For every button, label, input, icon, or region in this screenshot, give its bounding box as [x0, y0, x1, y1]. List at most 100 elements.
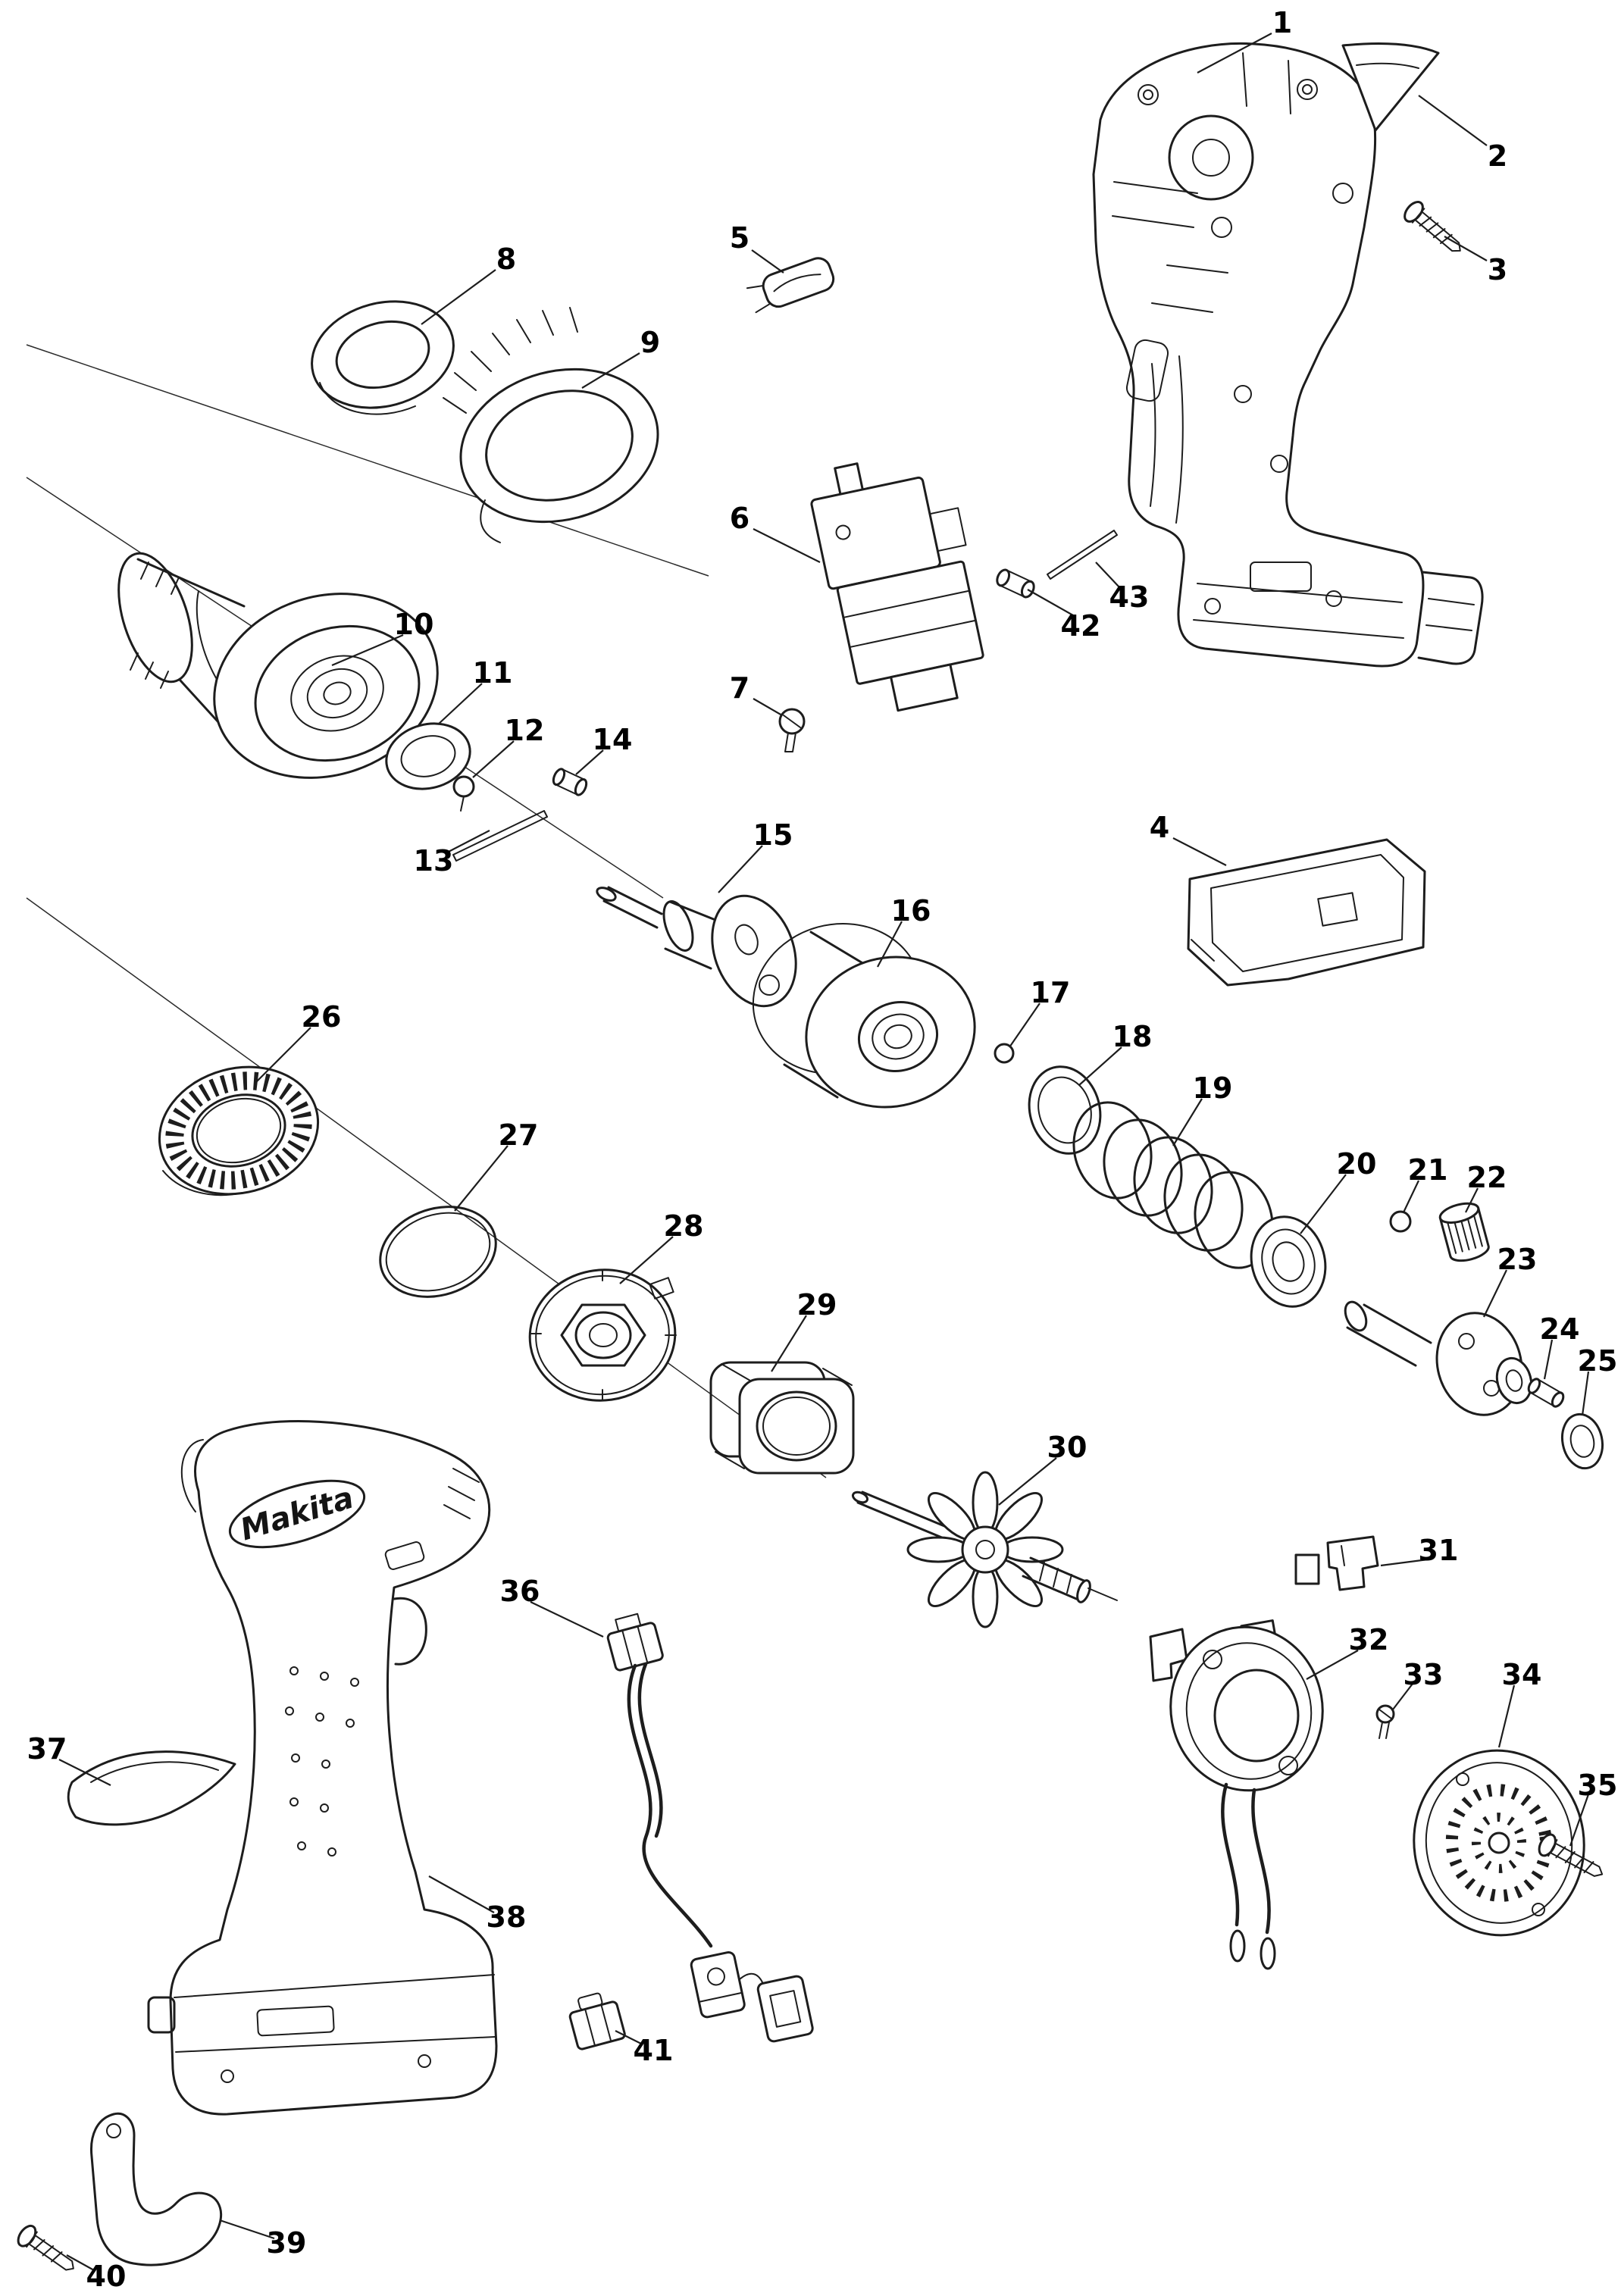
leader-line-42 [1027, 589, 1074, 616]
leader-line-23 [1483, 1269, 1507, 1318]
leader-line-7 [753, 698, 783, 716]
part-number-34: 34 [1502, 1658, 1542, 1691]
part-14-sleeve [552, 768, 588, 796]
part-11-washer [385, 722, 471, 790]
part-number-32: 32 [1349, 1623, 1389, 1656]
part-number-41: 41 [634, 2034, 674, 2067]
leader-line-12 [472, 740, 515, 778]
leader-line-18 [1078, 1046, 1122, 1086]
leader-line-29 [771, 1315, 807, 1372]
part-22-gear [1438, 1202, 1490, 1262]
part-43-rod [1047, 530, 1118, 580]
leader-line-16 [877, 921, 903, 968]
leader-line-35 [1569, 1794, 1590, 1847]
part-number-13: 13 [414, 844, 454, 877]
leader-line-32 [1306, 1650, 1359, 1680]
part-number-40: 40 [86, 2260, 127, 2293]
part-33-screw [1375, 1704, 1395, 1739]
part-number-16: 16 [891, 894, 931, 927]
part-number-18: 18 [1112, 1020, 1153, 1053]
part-number-31: 31 [1419, 1534, 1459, 1567]
leader-line-13 [445, 830, 490, 854]
leader-line-43 [1095, 561, 1121, 589]
part-8-ring [311, 300, 455, 415]
part-number-4: 4 [1150, 811, 1169, 844]
part-number-5: 5 [730, 221, 749, 255]
leader-line-21 [1403, 1180, 1419, 1213]
part-3-screw [1404, 201, 1461, 252]
part-number-12: 12 [505, 714, 545, 747]
part-26-ring-gear [158, 1065, 320, 1196]
part-34-end-cover [1413, 1749, 1585, 1937]
part-number-37: 37 [27, 1732, 67, 1766]
part-20-washer-disc [1250, 1215, 1327, 1308]
part-9-bumper [443, 307, 659, 543]
leader-line-40 [66, 2254, 95, 2271]
part-number-2: 2 [1488, 139, 1507, 173]
part-number-8: 8 [496, 242, 516, 276]
leader-line-37 [58, 1759, 111, 1786]
part-number-23: 23 [1497, 1243, 1538, 1276]
leader-line-10 [331, 633, 404, 667]
part-36-wire-assembly [606, 1613, 814, 2043]
part-number-20: 20 [1337, 1147, 1377, 1181]
leader-line-34 [1497, 1684, 1516, 1748]
leader-line-6 [753, 528, 821, 563]
part-number-9: 9 [640, 326, 660, 359]
leader-line-17 [1009, 1003, 1041, 1048]
part-32-end-bracket [1149, 1619, 1324, 1970]
part-28-retainer-plate [528, 1268, 677, 1402]
part-number-21: 21 [1408, 1153, 1448, 1187]
part-39-belt-hook [89, 2112, 223, 2266]
makita-logo-badge [228, 1479, 366, 1549]
part-number-38: 38 [487, 1900, 527, 1934]
leader-line-38 [428, 1875, 495, 1913]
part-number-24: 24 [1540, 1312, 1580, 1346]
leader-line-24 [1543, 1339, 1554, 1380]
leader-line-20 [1300, 1174, 1347, 1234]
part-number-15: 15 [753, 818, 793, 852]
part-number-11: 11 [473, 656, 513, 690]
part-7-screw [778, 708, 806, 752]
trigger [393, 1597, 427, 1666]
part-4-terminal-cover [1187, 838, 1426, 987]
leader-line-5 [751, 249, 784, 274]
part-24-pin [1527, 1378, 1565, 1408]
part-38-handle-housing: Makita [147, 1419, 498, 2116]
leader-line-15 [718, 845, 763, 893]
part-12-pin-head [452, 775, 475, 812]
part-25-washer [1560, 1412, 1604, 1470]
part-30-armature [851, 1471, 1118, 1628]
part-15-anvil [596, 886, 797, 1008]
leader-line-31 [1380, 1558, 1429, 1567]
part-1-motor-housing-half [1092, 42, 1484, 668]
part-number-36: 36 [500, 1575, 540, 1608]
part-number-22: 22 [1467, 1161, 1507, 1194]
part-5-switch-lever [746, 257, 835, 314]
part-41-connector [568, 1992, 626, 2050]
part-2-label-plate [1341, 42, 1440, 132]
part-number-19: 19 [1193, 1071, 1233, 1105]
part-19-spring [1072, 1101, 1274, 1269]
leader-line-27 [454, 1145, 509, 1212]
part-number-30: 30 [1047, 1431, 1087, 1464]
leader-line-14 [575, 749, 604, 775]
part-29-spacer [709, 1361, 855, 1475]
part-17-ball [994, 1043, 1015, 1064]
part-number-6: 6 [730, 502, 749, 535]
part-number-27: 27 [499, 1118, 539, 1152]
part-10-hammer-case [117, 552, 439, 779]
leader-line-28 [619, 1236, 674, 1284]
part-number-26: 26 [302, 1000, 342, 1034]
leader-line-19 [1172, 1098, 1203, 1146]
part-number-28: 28 [664, 1209, 704, 1243]
leader-line-33 [1392, 1683, 1413, 1710]
part-number-35: 35 [1578, 1769, 1618, 1802]
leader-line-3 [1444, 236, 1488, 261]
leader-line-2 [1418, 95, 1488, 146]
part-23-spindle [1344, 1300, 1533, 1416]
part-number-33: 33 [1404, 1658, 1444, 1691]
leader-line-41 [615, 2030, 643, 2045]
